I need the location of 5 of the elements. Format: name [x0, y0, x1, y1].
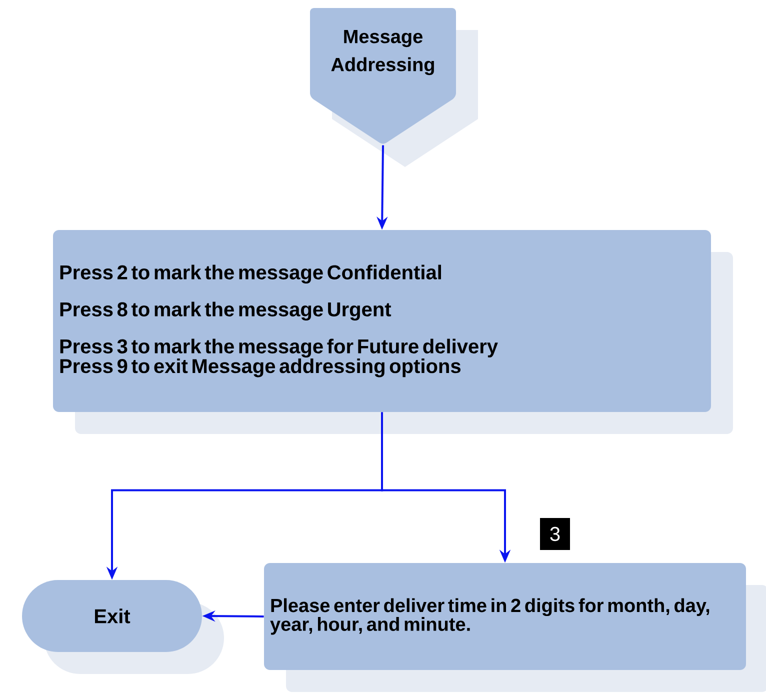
pentagon-box: Message Addressing — [310, 8, 478, 167]
process-box: Please enter deliver time in 2 digits for month, day, year, hour, and minute. — [264, 563, 766, 692]
terminal-box: Exit — [22, 580, 224, 674]
process-box: Press 2 to mark the message Confidential Press 8 to mark the message Urgent Press 3 to mark the message for Future delivery Press 9 to exit Message addressing options — [53, 230, 733, 434]
step-number: 3 — [540, 518, 570, 550]
